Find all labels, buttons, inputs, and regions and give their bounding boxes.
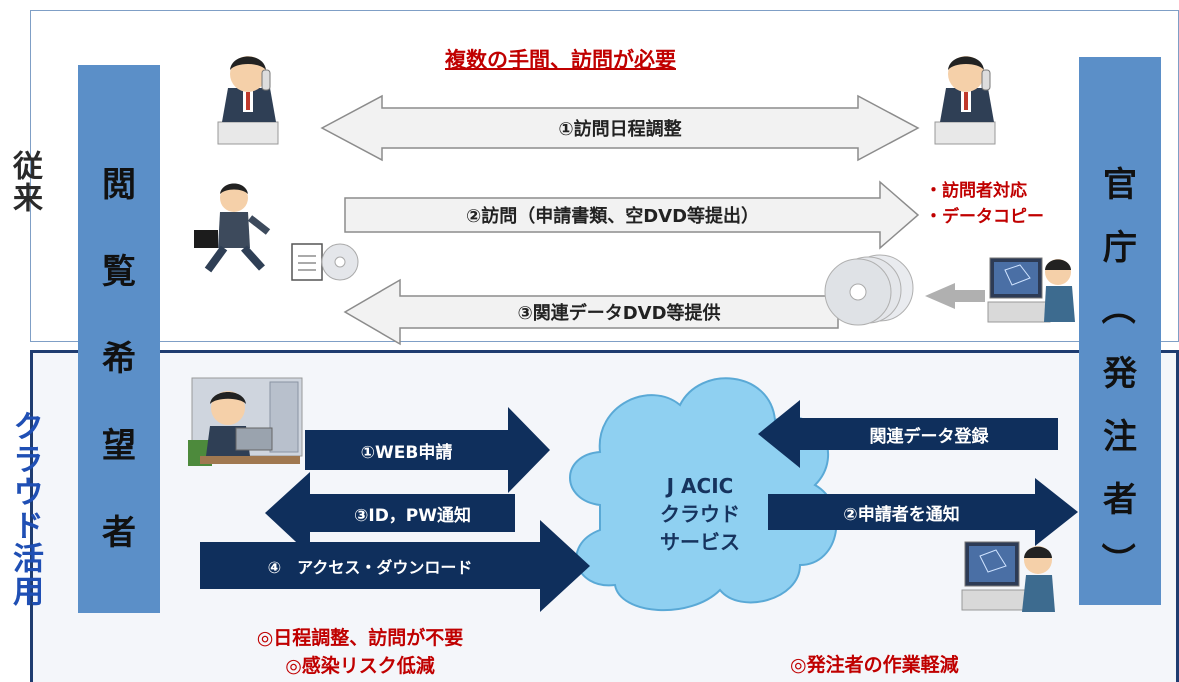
cloud-service-name: J ACIC クラウド サービス bbox=[620, 472, 780, 556]
traditional-section-frame bbox=[30, 10, 1179, 342]
agency-char: 者 bbox=[1103, 480, 1137, 520]
person-phone-icon bbox=[934, 56, 996, 145]
data-register-arrow bbox=[758, 400, 1058, 468]
cloud-section-label: クラウド活用 bbox=[7, 410, 43, 608]
person-computer-icon bbox=[961, 541, 1055, 612]
requester-char: 希 bbox=[102, 339, 136, 379]
person-computer-icon bbox=[987, 257, 1075, 323]
requester-char: 覧 bbox=[102, 252, 136, 292]
orderer-benefit: ◎発注者の作業軽減 bbox=[790, 654, 959, 676]
requester-char: 閲 bbox=[102, 165, 136, 205]
person-phone-icon bbox=[217, 56, 279, 145]
agency-note-line: ・データコピー bbox=[925, 207, 1044, 227]
document-icon bbox=[291, 243, 323, 281]
copy-arrow bbox=[925, 283, 985, 309]
agency-char: 庁 bbox=[1103, 228, 1137, 268]
person-running-icon bbox=[194, 183, 271, 273]
traditional-headline: 複数の手間、訪問が必要 bbox=[445, 48, 676, 72]
traditional-section-label: 従来 bbox=[7, 150, 42, 214]
visit-arrow bbox=[344, 180, 920, 250]
visit-schedule-arrow bbox=[320, 94, 920, 162]
agency-char: 発 bbox=[1103, 354, 1137, 394]
visit-schedule-label: ①訪問日程調整 bbox=[558, 119, 682, 140]
agency-char: 官 bbox=[1103, 165, 1137, 205]
dvd-provide-label: ③関連データDVD等提供 bbox=[517, 303, 721, 324]
agency-column: 官 庁 （ 発 注 者 ） bbox=[1079, 57, 1161, 605]
id-pw-label: ③ID，PW通知 bbox=[353, 505, 472, 526]
requester-benefits: ◎日程調整、訪問が不要 ◎感染リスク低減 bbox=[215, 624, 505, 680]
data-register-label: 関連データ登録 bbox=[869, 426, 989, 447]
cloud-service-line: J ACIC bbox=[666, 474, 734, 498]
agency-note-line: ・訪問者対応 bbox=[925, 181, 1027, 201]
requester-char: 者 bbox=[102, 513, 136, 553]
agency-note: ・訪問者対応 ・データコピー bbox=[925, 178, 1044, 230]
web-apply-label: ①WEB申請 bbox=[360, 442, 453, 463]
dvd-disc-icon bbox=[824, 254, 914, 326]
notify-applicant-label: ②申請者を通知 bbox=[843, 504, 960, 525]
access-download-arrow bbox=[200, 520, 590, 612]
person-laptop-icon bbox=[188, 377, 303, 466]
notify-applicant-arrow bbox=[768, 478, 1078, 546]
web-apply-arrow bbox=[305, 407, 550, 493]
access-download-label: ④ アクセス・ダウンロード bbox=[267, 557, 473, 577]
id-pw-arrow bbox=[265, 472, 515, 555]
agency-char: 注 bbox=[1103, 417, 1137, 457]
requester-column: 閲 覧 希 望 者 bbox=[78, 65, 160, 613]
benefit-line: ◎日程調整、訪問が不要 bbox=[256, 627, 464, 649]
cloud-service-line: クラウド bbox=[660, 502, 740, 526]
dvd-provide-arrow bbox=[343, 278, 839, 346]
requester-char: 望 bbox=[102, 426, 136, 466]
visit-label: ②訪問（申請書類、空DVD等提出） bbox=[465, 206, 760, 227]
cloud-service-line: サービス bbox=[660, 530, 740, 554]
benefit-line: ◎感染リスク低減 bbox=[285, 655, 435, 677]
dvd-disc-icon bbox=[321, 243, 359, 281]
